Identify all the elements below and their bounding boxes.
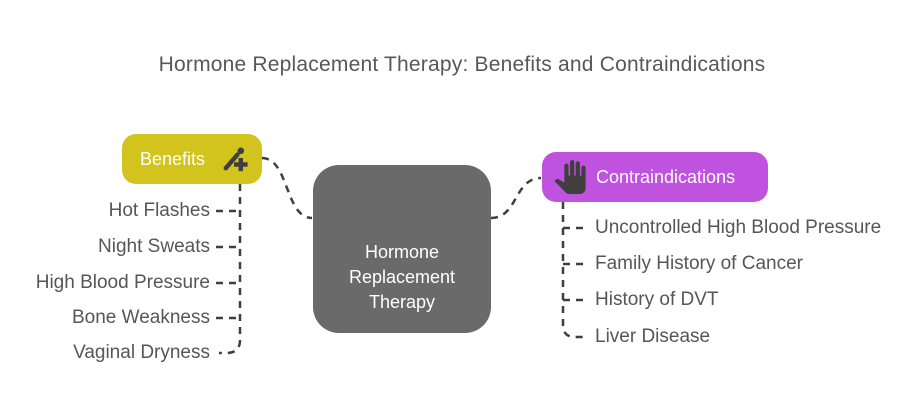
stop-hand-icon <box>553 159 587 195</box>
benefit-item-bone-weakness: Bone Weakness <box>71 307 210 328</box>
benefits-node: Benefits <box>122 134 262 184</box>
contraindications-node: Contraindications <box>542 152 768 202</box>
center-node: Hormone Replacement Therapy <box>313 165 491 333</box>
contra-item-uncontrolled-hbp: Uncontrolled High Blood Pressure <box>595 217 882 238</box>
benefit-item-vaginal-dryness: Vaginal Dryness <box>73 342 210 363</box>
benefits-trunk <box>219 184 242 355</box>
pen-plus-icon <box>219 144 250 175</box>
contraindications-node-label: Contraindications <box>596 166 736 187</box>
contra-item-liver-disease: Liver Disease <box>595 326 711 347</box>
benefit-item-hot-flashes: Hot Flashes <box>108 200 210 221</box>
benefit-item-night-sweats: Night Sweats <box>98 236 210 257</box>
connector-benefits-center <box>261 156 313 220</box>
benefit-item-high-blood-pressure: High Blood Pressure <box>35 272 210 293</box>
page-title: Hormone Replacement Therapy: Benefits an… <box>158 53 766 76</box>
center-node-label: Hormone Replacement Therapy <box>348 242 456 312</box>
contra-item-family-history-cancer: Family History of Cancer <box>595 253 803 274</box>
connector-center-contra <box>490 176 542 220</box>
benefits-node-label: Benefits <box>140 148 206 169</box>
contra-trunk <box>561 202 585 339</box>
contra-item-history-dvt: History of DVT <box>595 289 719 310</box>
